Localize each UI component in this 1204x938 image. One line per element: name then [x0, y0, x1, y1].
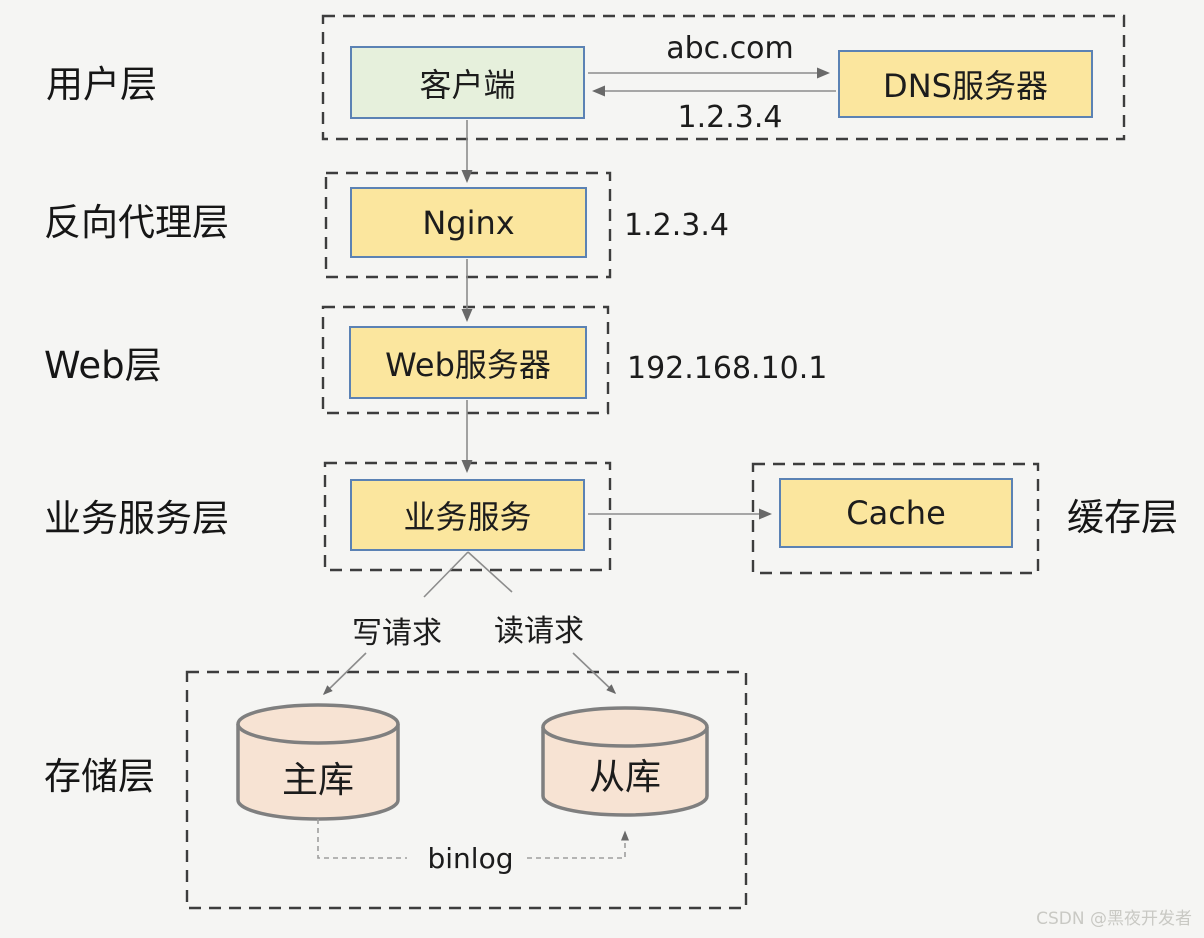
nginx-node: Nginx: [350, 187, 587, 258]
csdn-watermark: CSDN @黑夜开发者: [1036, 909, 1192, 929]
nginx-ip-label: 1.2.3.4: [624, 208, 729, 243]
master-db-label: 主库: [281, 760, 354, 801]
dns-query-label: abc.com: [666, 31, 794, 66]
cache-node: Cache: [779, 478, 1013, 548]
user-layer-container: [321, 14, 1126, 141]
edge-write-to-master: [322, 652, 367, 696]
storage-layer-container: [185, 670, 748, 910]
binlog-label: binlog: [427, 842, 514, 875]
edge-service-fork-left: [423, 551, 469, 598]
web-server-node: Web服务器: [349, 326, 587, 399]
storage-layer-label: 存储层: [44, 755, 155, 798]
edge-service-fork-right: [467, 551, 513, 593]
dns-server-node: DNS服务器: [838, 50, 1093, 118]
web-layer-label: Web层: [44, 344, 162, 387]
web-server-ip-label: 192.168.10.1: [627, 351, 828, 386]
web-layer-container: [321, 305, 610, 415]
proxy-layer-label: 反向代理层: [44, 201, 229, 244]
client-node: 客户端: [350, 46, 585, 119]
edge-binlog-from-master: [317, 819, 407, 859]
business-service-node: 业务服务: [350, 479, 585, 551]
read-request-label: 读请求: [494, 614, 584, 649]
edge-binlog-to-slave: [527, 830, 629, 859]
cache-layer-label: 缓存层: [1067, 496, 1178, 539]
slave-db-label: 从库: [588, 757, 661, 798]
cache-layer-container: [751, 462, 1040, 575]
service-layer-label: 业务服务层: [44, 497, 229, 540]
edge-read-to-slave: [572, 652, 617, 695]
slave-db-cylinder: [541, 706, 709, 817]
dns-response-label: 1.2.3.4: [677, 100, 783, 135]
user-layer-label: 用户层: [46, 63, 157, 106]
write-request-label: 写请求: [352, 616, 442, 651]
